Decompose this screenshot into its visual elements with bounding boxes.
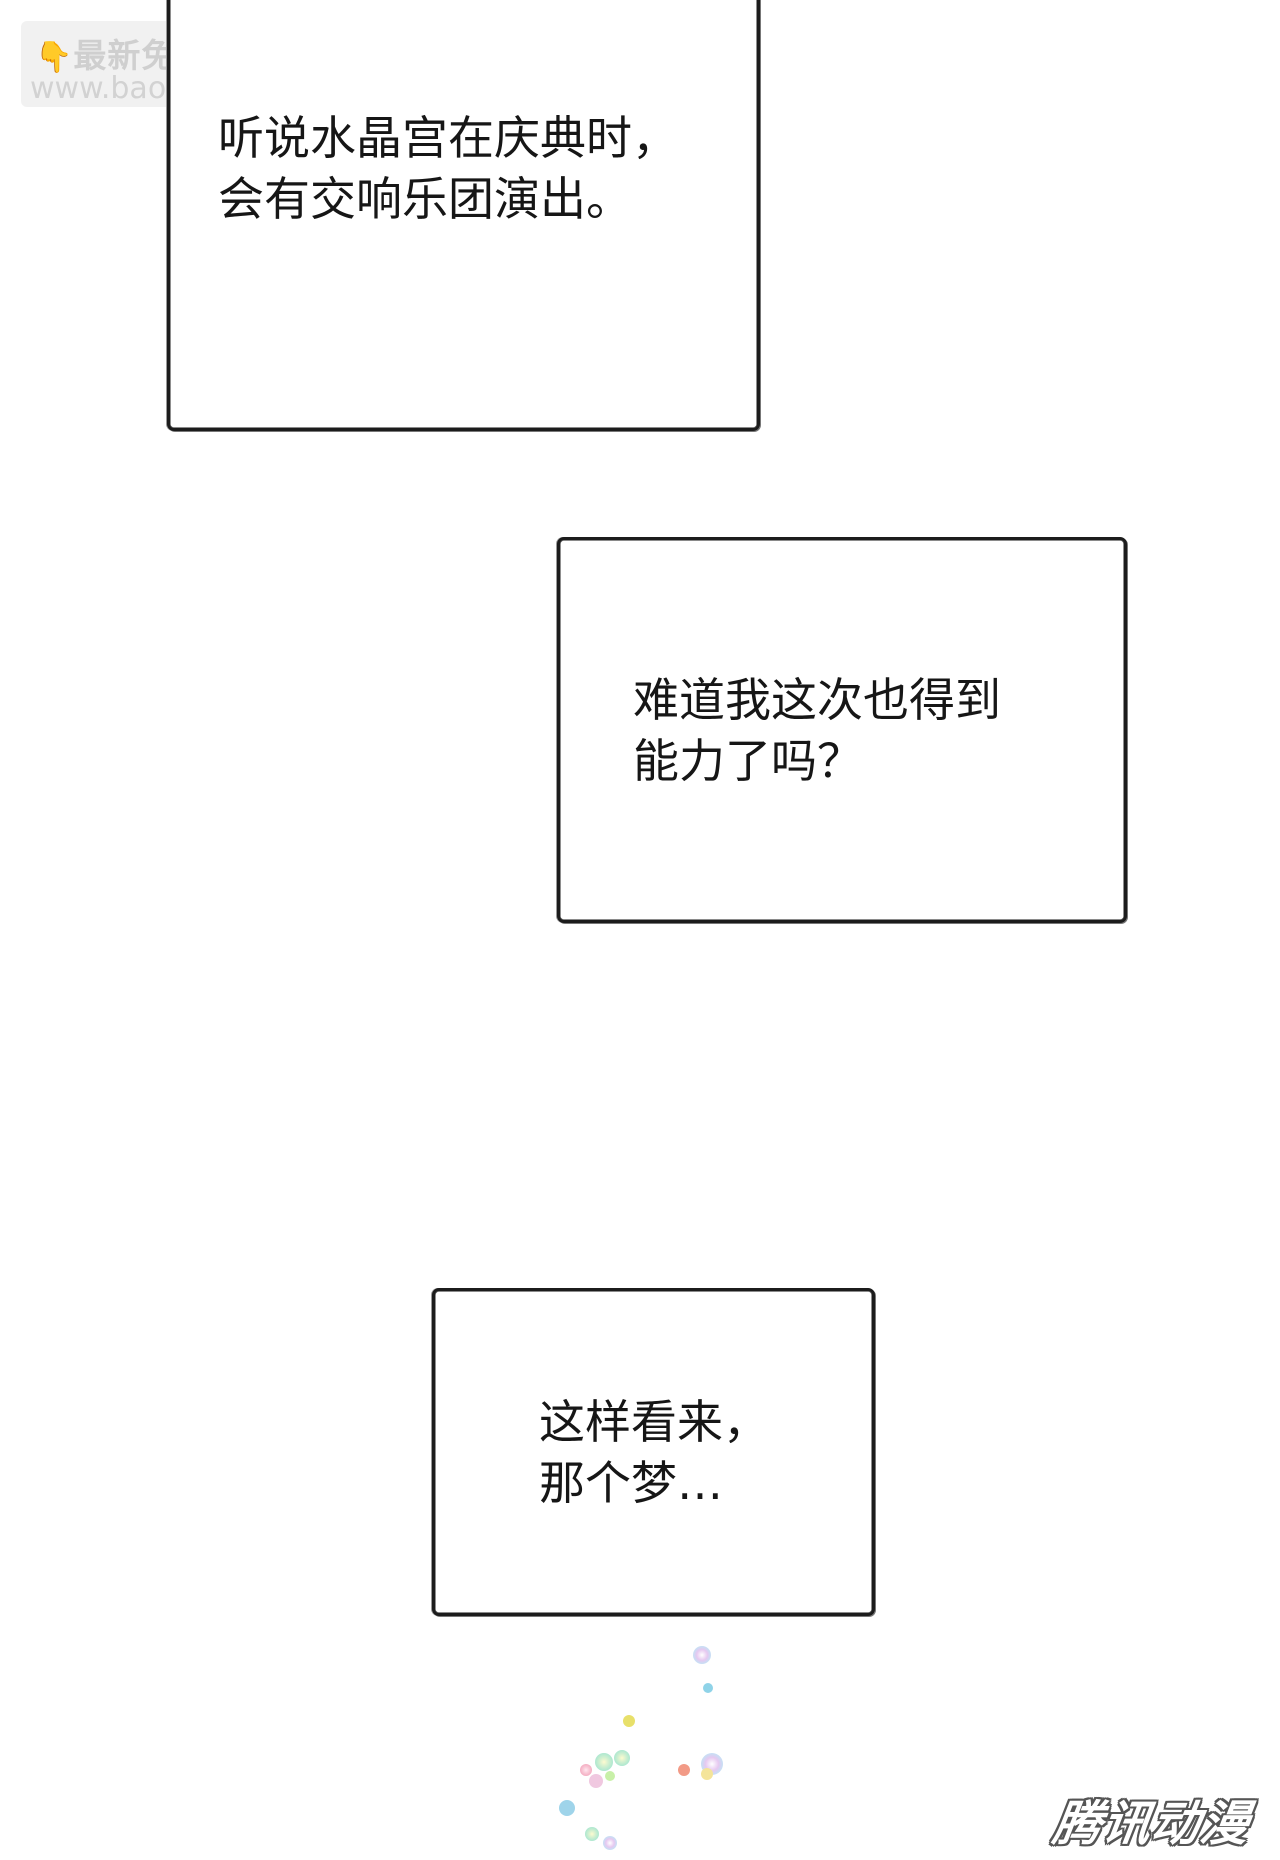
sparkle-dot (605, 1771, 615, 1781)
sparkle-dot (701, 1753, 723, 1775)
sparkle-dot (623, 1715, 635, 1727)
caption-line: 能力了吗？ (633, 734, 863, 788)
sparkle-dot (701, 1768, 713, 1780)
caption-box-1 (167, 0, 760, 431)
sparkle-dot (559, 1800, 575, 1816)
sparkle-dot (703, 1683, 713, 1693)
sparkle-dot (589, 1774, 603, 1788)
caption-line: 这样看来， (539, 1395, 769, 1449)
caption-text-2: 难道我这次也得到 能力了吗？ (633, 670, 1001, 792)
sparkle-dot (595, 1753, 613, 1771)
pointing-down-hand-icon: 👇 (35, 40, 74, 75)
sparkle-dot (580, 1764, 592, 1776)
caption-line: 会有交响乐团演出。 (218, 172, 632, 226)
tencent-comics-logo: 腾讯动漫 (1049, 1796, 1254, 1852)
sparkle-dot (614, 1750, 630, 1766)
sparkle-dot (678, 1764, 690, 1776)
sparkle-dot (603, 1836, 617, 1850)
sparkle-dot (693, 1646, 711, 1664)
caption-box-3 (432, 1288, 875, 1616)
caption-text-1: 听说水晶宫在庆典时， 会有交响乐团演出。 (218, 108, 678, 230)
caption-box-2 (557, 537, 1127, 923)
caption-text-3: 这样看来， 那个梦… (539, 1392, 769, 1514)
caption-line: 难道我这次也得到 (633, 673, 1001, 727)
sparkle-dot (585, 1827, 599, 1841)
caption-line: 那个梦… (539, 1456, 723, 1510)
caption-line: 听说水晶宫在庆典时， (218, 111, 678, 165)
